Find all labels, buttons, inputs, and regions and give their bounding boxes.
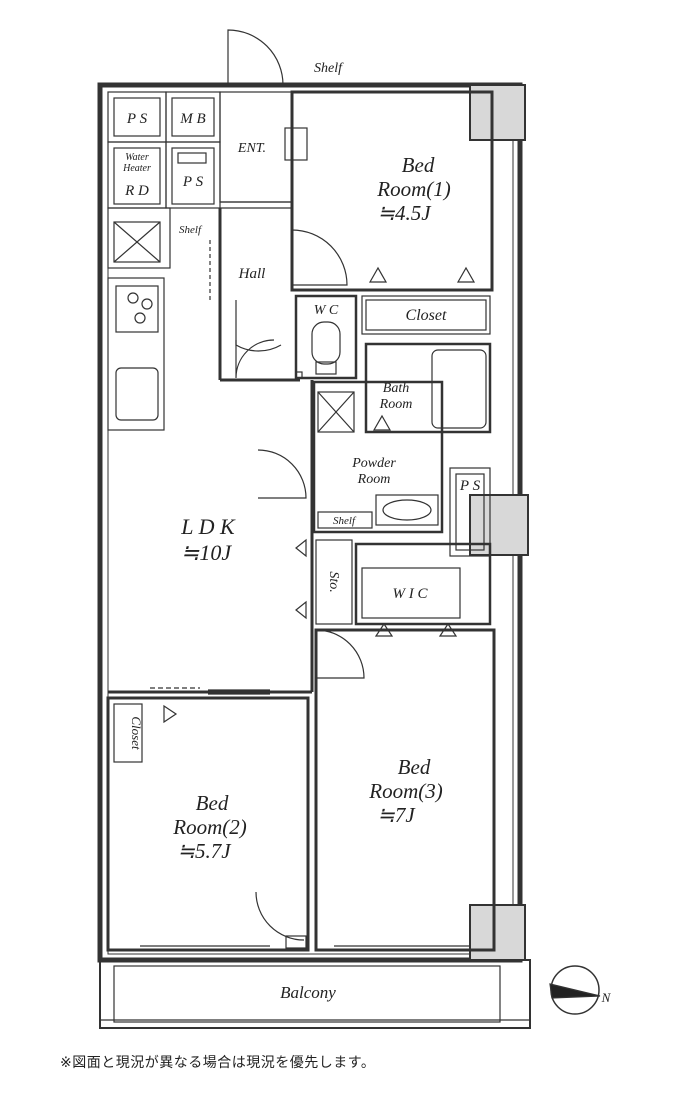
powder-room	[312, 380, 444, 534]
kitchen-counter	[107, 277, 165, 431]
column-top-right	[469, 84, 526, 141]
outer-wall	[97, 82, 523, 963]
ent-label: ENT.	[237, 141, 266, 156]
bed3-area: ≒7J	[377, 803, 416, 827]
shelf-kitchen-label: Shelf	[179, 224, 203, 236]
bath-label-1: Bath	[383, 381, 409, 396]
wc-label: W C	[314, 303, 339, 318]
bath-room	[364, 342, 492, 434]
bedroom-1	[290, 90, 494, 292]
bed1-area: ≒4.5J	[377, 201, 432, 225]
storage	[315, 539, 353, 625]
ps-ent-label: P S	[182, 174, 204, 190]
compass-n-label: N	[601, 990, 612, 1005]
water-label-1: Water	[125, 152, 149, 163]
bed1-label-2: Room(1)	[376, 177, 450, 201]
bed2-label-2: Room(2)	[172, 815, 246, 839]
powder-label-2: Room	[357, 472, 391, 487]
ps-top-label: P S	[126, 111, 148, 127]
mb-label: M B	[179, 111, 205, 127]
bed2-area: ≒5.7J	[177, 839, 232, 863]
wic-label: W I C	[393, 586, 429, 602]
ps-right-label: P S	[459, 478, 481, 494]
rd-label: R D	[124, 183, 149, 199]
ldk-area: ≒10J	[181, 540, 232, 565]
shelf-ent-label: Shelf	[314, 61, 344, 76]
sto-label: Sto.	[326, 571, 341, 592]
water-label-2: Heater	[122, 163, 151, 174]
compass	[549, 965, 601, 1015]
bath-label-2: Room	[379, 397, 413, 412]
hall-label: Hall	[238, 266, 266, 282]
bed3-label-2: Room(3)	[368, 779, 442, 803]
wc-room	[294, 294, 358, 380]
balcony	[99, 959, 531, 1029]
closet1-label: Closet	[406, 307, 447, 324]
bed2-label-1: Bed	[196, 791, 229, 815]
column-bottom-right	[469, 904, 526, 961]
closet-2	[113, 703, 143, 763]
closet-1	[361, 295, 491, 335]
closet2-label: Closet	[129, 716, 144, 750]
ps-right	[449, 467, 491, 557]
walk-in-closet	[354, 542, 492, 626]
shelf-powder-label: Shelf	[333, 515, 357, 527]
bed1-label-1: Bed	[402, 153, 435, 177]
bed3-label-1: Bed	[398, 755, 431, 779]
powder-label-1: Powder	[351, 456, 396, 471]
footnote: ※図面と現況が異なる場合は現況を優先します。	[60, 1055, 376, 1071]
balcony-label: Balcony	[280, 983, 336, 1002]
ldk-label: L D K	[180, 514, 236, 539]
